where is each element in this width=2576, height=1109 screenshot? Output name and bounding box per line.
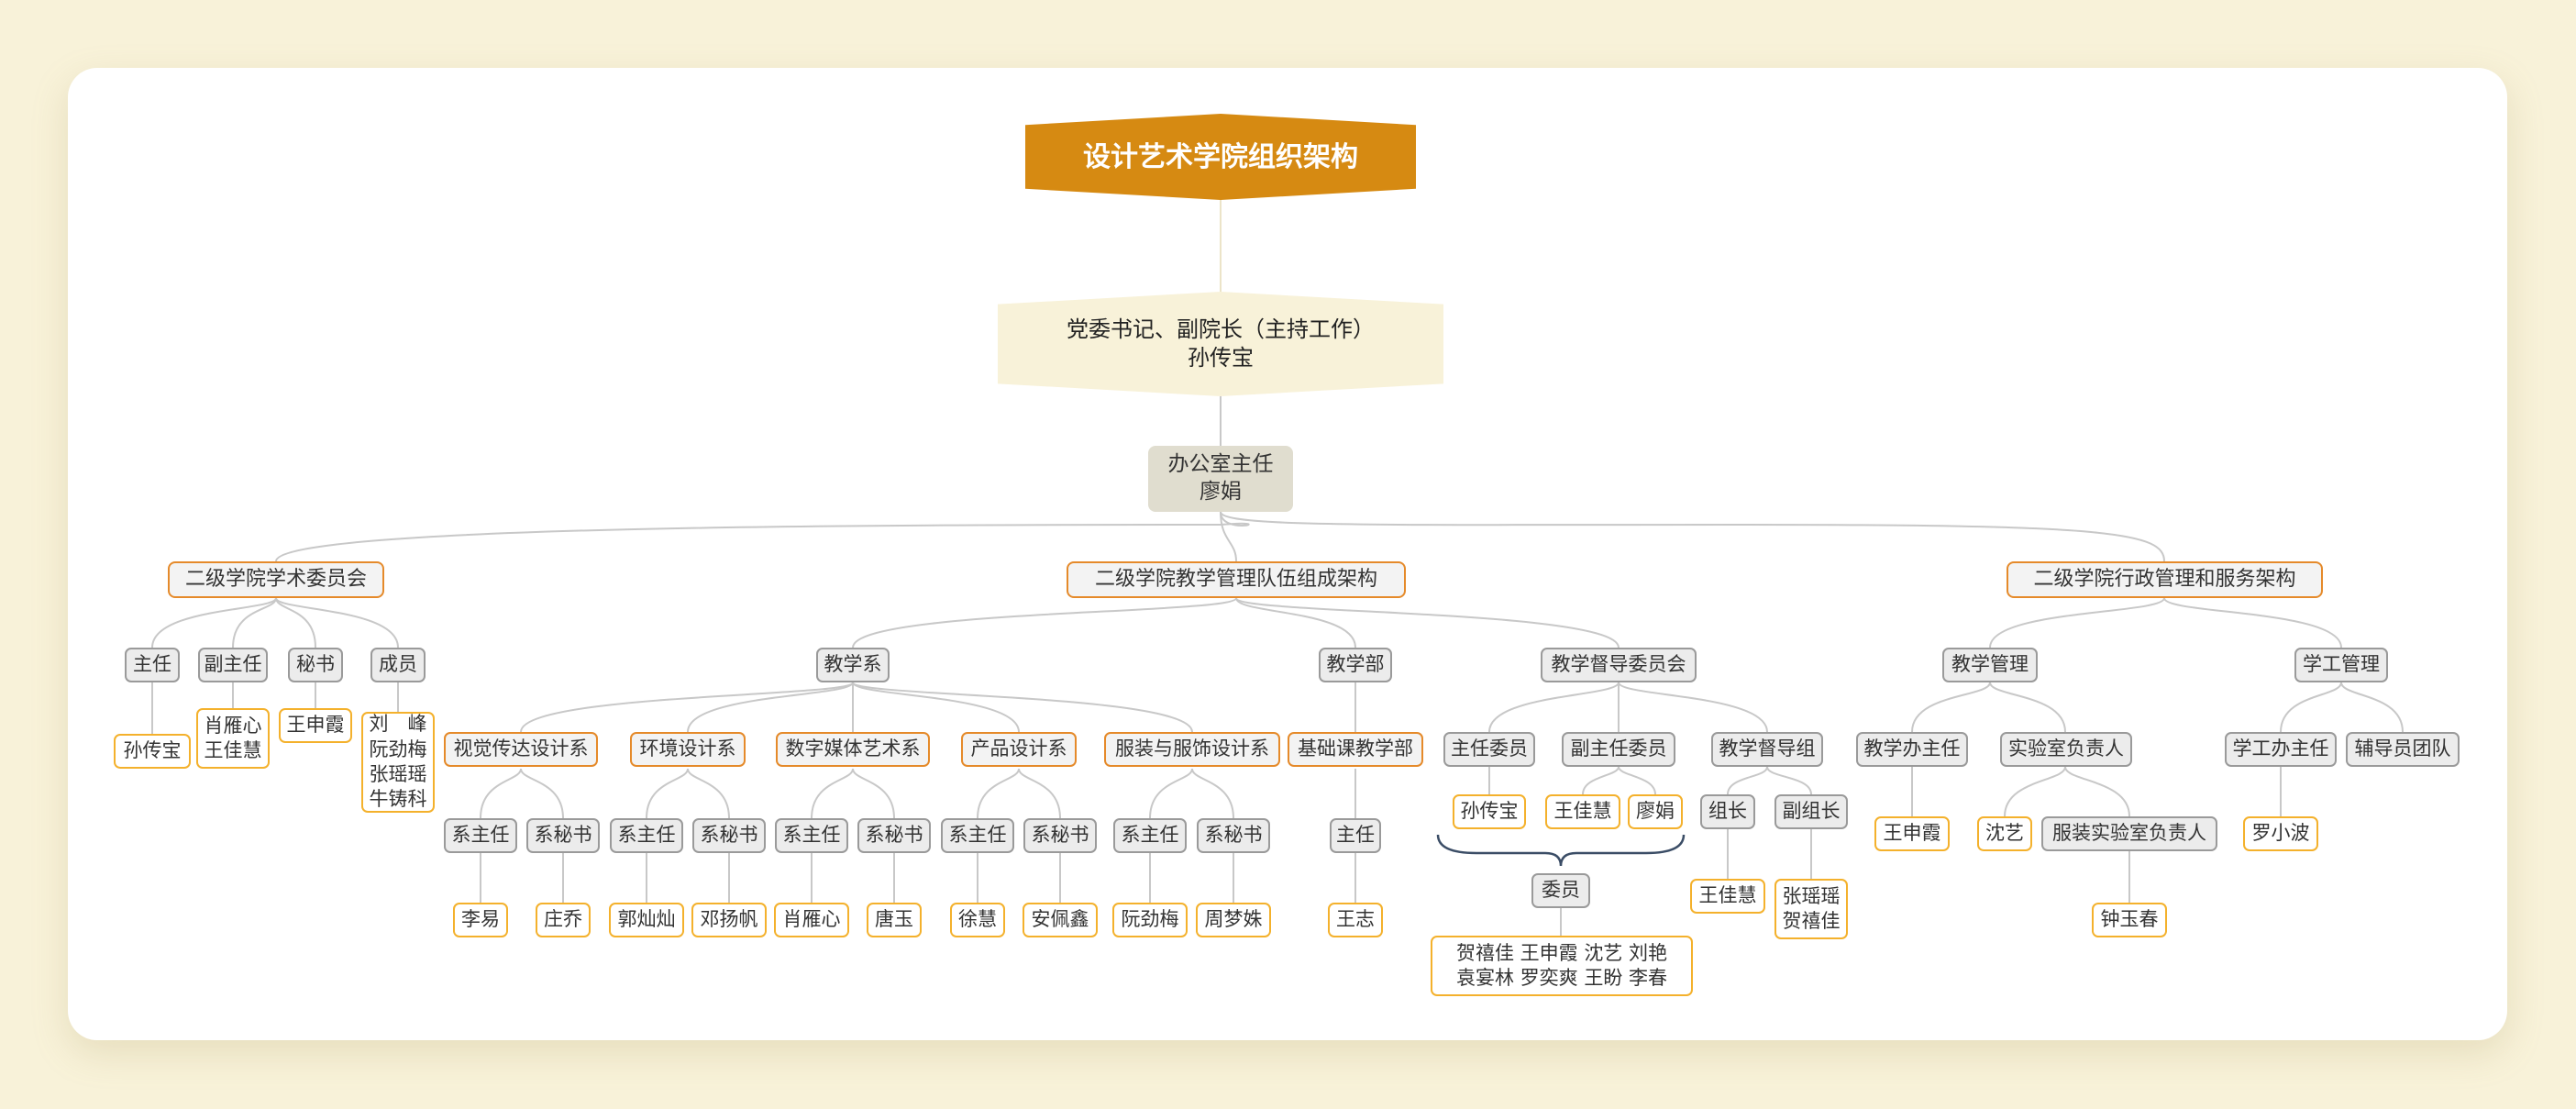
office-head-node: 教学办主任 <box>1856 732 1968 767</box>
group-leader-node: 组长 <box>1700 794 1755 829</box>
supervision-committee-node: 教学督导委员会 <box>1541 648 1697 682</box>
director-committee-node: 主任委员 <box>1443 732 1535 767</box>
foundation-dept-node: 基础课教学部 <box>1288 732 1423 767</box>
person-node: 王申霞 <box>279 708 352 743</box>
person-node: 徐慧 <box>950 903 1005 937</box>
academic-committee-node: 二级学院学术委员会 <box>168 561 384 598</box>
person-node: 罗小波 <box>2243 816 2318 851</box>
chair-node: 系主任 <box>1113 818 1187 853</box>
student-mgmt-node: 学工管理 <box>2294 648 2388 682</box>
members-brace <box>1436 834 1686 867</box>
person-node: 安佩鑫 <box>1023 903 1098 937</box>
department-node: 环境设计系 <box>630 732 746 767</box>
role-node: 成员 <box>370 648 426 682</box>
person-node: 郭灿灿 <box>609 903 684 937</box>
person-node: 肖雁心 <box>774 903 849 937</box>
secretary-node: 系秘书 <box>857 818 931 853</box>
person-node: 李易 <box>453 903 508 937</box>
person-node: 庄乔 <box>536 903 591 937</box>
person-node: 孙传宝 <box>1453 794 1526 829</box>
person-node: 廖娟 <box>1628 794 1683 829</box>
person-node: 肖雁心 王佳慧 <box>196 708 270 769</box>
person-node: 沈艺 <box>1977 816 2032 851</box>
role-node: 秘书 <box>288 648 343 682</box>
admin-structure-node: 二级学院行政管理和服务架构 <box>2007 561 2323 598</box>
office-director-node: 办公室主任 廖娟 <box>1148 446 1293 512</box>
deputy-committee-node: 副主任委员 <box>1562 732 1675 767</box>
person-node: 钟玉春 <box>2092 903 2167 937</box>
person-node: 王志 <box>1328 903 1383 937</box>
role-node: 副主任 <box>198 648 268 682</box>
teaching-mgmt-node: 教学管理 <box>1942 648 2038 682</box>
lab-head-node: 实验室负责人 <box>2000 732 2132 767</box>
fashion-lab-head-node: 服装实验室负责人 <box>2041 816 2217 851</box>
secretary-node: 系秘书 <box>1023 818 1097 853</box>
chair-node: 系主任 <box>444 818 517 853</box>
chair-node: 系主任 <box>610 818 683 853</box>
members-node: 委员 <box>1531 873 1590 908</box>
teaching-dept-node: 教学系 <box>816 648 890 682</box>
group-deputy-node: 副组长 <box>1774 794 1848 829</box>
person-node: 王佳慧 <box>1545 794 1620 829</box>
secretary-node: 系秘书 <box>692 818 766 853</box>
person-node: 孙传宝 <box>114 734 191 769</box>
department-node: 服装与服饰设计系 <box>1104 732 1280 767</box>
leader-node: 党委书记、副院长（主持工作） 孙传宝 <box>998 292 1443 396</box>
student-office-head-node: 学工办主任 <box>2225 732 2337 767</box>
secretary-node: 系秘书 <box>526 818 600 853</box>
role-node: 主任 <box>125 648 180 682</box>
department-node: 数字媒体艺术系 <box>776 732 930 767</box>
chair-node: 系主任 <box>775 818 848 853</box>
person-node: 王申霞 <box>1874 816 1950 851</box>
person-node: 张瑶瑶 贺禧佳 <box>1774 879 1848 939</box>
person-node: 刘 峰 阮劲梅 张瑶瑶 牛铸科 <box>361 712 435 813</box>
counselor-team-node: 辅导员团队 <box>2346 732 2460 767</box>
teaching-office-node: 教学部 <box>1319 648 1392 682</box>
department-node: 视觉传达设计系 <box>444 732 598 767</box>
members-list-node: 贺禧佳 王申霞 沈艺 刘艳 袁宴林 罗奕爽 王盼 李春 <box>1431 936 1693 996</box>
person-node: 周梦姝 <box>1196 903 1271 937</box>
person-node: 唐玉 <box>867 903 922 937</box>
director-role-node: 主任 <box>1330 818 1381 853</box>
chair-node: 系主任 <box>941 818 1014 853</box>
person-node: 王佳慧 <box>1690 879 1765 914</box>
chart-card <box>68 68 2507 1040</box>
secretary-node: 系秘书 <box>1197 818 1270 853</box>
department-node: 产品设计系 <box>961 732 1077 767</box>
supervision-group-node: 教学督导组 <box>1711 732 1823 767</box>
person-node: 邓扬帆 <box>691 903 767 937</box>
chart-title: 设计艺术学院组织架构 <box>1025 114 1416 200</box>
teaching-team-node: 二级学院教学管理队伍组成架构 <box>1067 561 1406 598</box>
person-node: 阮劲梅 <box>1112 903 1188 937</box>
